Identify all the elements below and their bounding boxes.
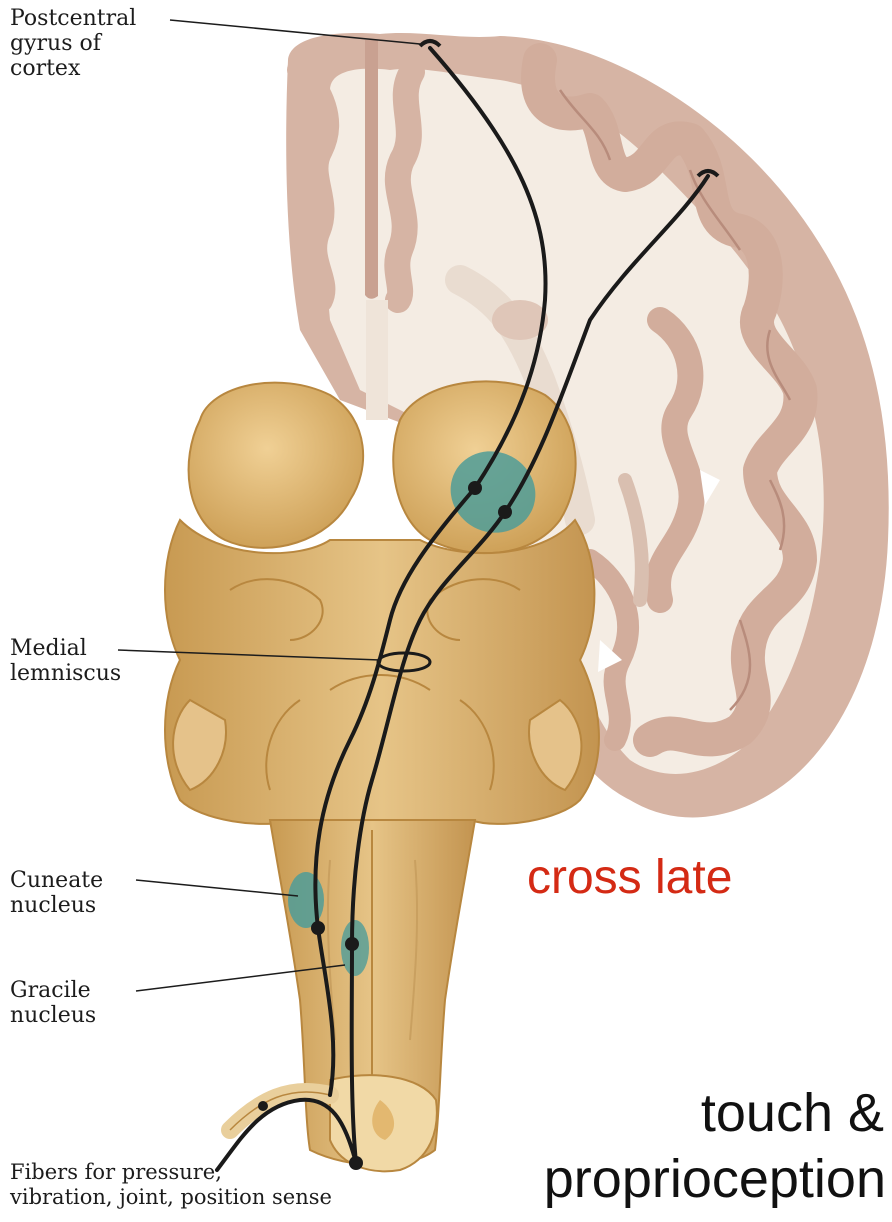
label-line: Cuneate: [10, 868, 103, 893]
annotation-proprioception: proprioception: [544, 1148, 886, 1210]
label-line: lemniscus: [10, 661, 121, 686]
label-line: Fibers for pressure,: [10, 1160, 332, 1185]
annotation-touch: touch &: [701, 1082, 884, 1144]
label-postcentral-gyrus: Postcentral gyrus of cortex: [10, 6, 136, 81]
label-line: vibration, joint, position sense: [10, 1185, 332, 1210]
label-line: Postcentral: [10, 6, 136, 31]
midline-stalk: [366, 300, 388, 420]
label-line: Medial: [10, 636, 121, 661]
annotation-cross-late: cross late: [527, 850, 732, 906]
label-line: gyrus of: [10, 31, 136, 56]
label-fibers: Fibers for pressure, vibration, joint, p…: [10, 1160, 332, 1210]
label-medial-lemniscus: Medial lemniscus: [10, 636, 121, 686]
label-gracile-nucleus: Gracile nucleus: [10, 978, 96, 1028]
label-line: Gracile: [10, 978, 96, 1003]
label-line: nucleus: [10, 893, 103, 918]
label-cuneate-nucleus: Cuneate nucleus: [10, 868, 103, 918]
label-line: cortex: [10, 56, 136, 81]
label-line: nucleus: [10, 1003, 96, 1028]
